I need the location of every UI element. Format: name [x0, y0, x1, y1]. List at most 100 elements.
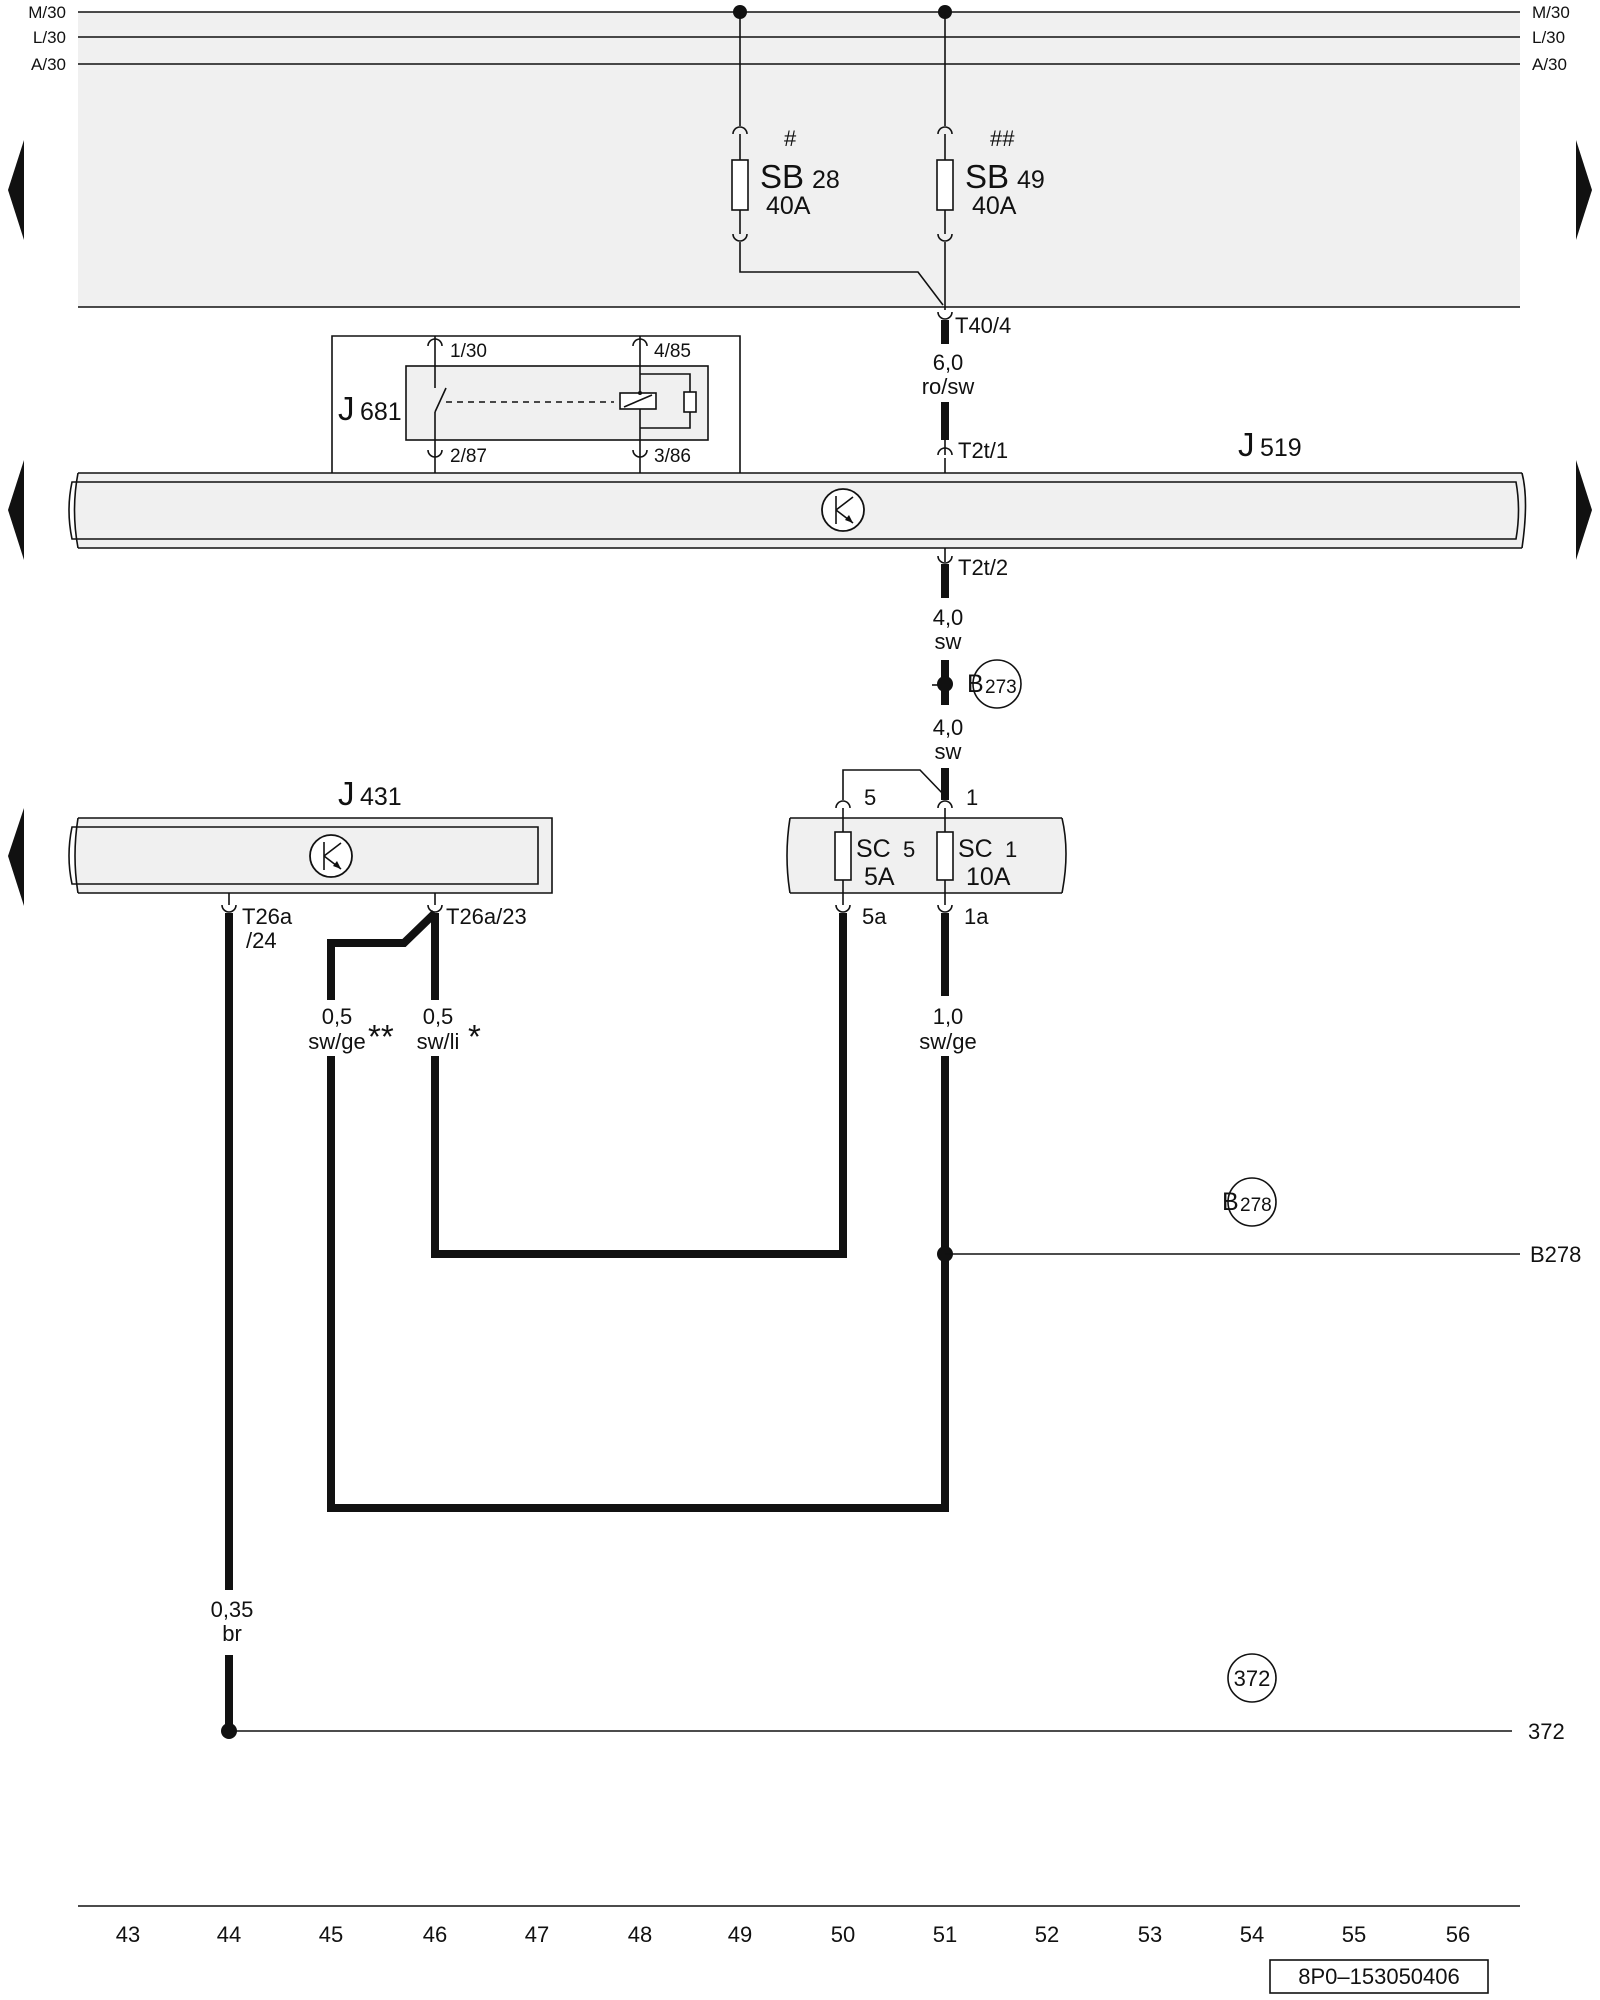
prev-page-arrow-mid[interactable]	[8, 460, 24, 560]
column-number: 54	[1240, 1922, 1264, 1947]
wire-6-0-color: ro/sw	[922, 374, 975, 399]
fuse-sb28-number: 28	[812, 166, 840, 194]
power-rails: M/30 L/30 A/30 M/30 L/30 A/30	[28, 3, 1570, 74]
control-unit-j519: J 519	[68, 426, 1527, 549]
ref-b278-letter: B	[1222, 1188, 1239, 1216]
fuse-sc1-number: 1	[1005, 837, 1017, 862]
rail-label-a30-left: A/30	[31, 55, 66, 74]
wire-4-0-a-color: sw	[935, 629, 962, 654]
relay-j681-number: 681	[360, 398, 402, 426]
fuse-box-sc: 5 1 SC 5 5A SC 1 10A 5a 1a	[786, 769, 1067, 929]
control-unit-j431: J 431 T26a /24 T26a/23	[68, 775, 553, 953]
fuse-sb49-mark: ##	[990, 126, 1015, 151]
column-number: 51	[933, 1922, 957, 1947]
wire-6-0-size: 6,0	[933, 350, 964, 375]
wire-1-0-size: 1,0	[933, 1004, 964, 1029]
ref-b273-letter: B	[967, 670, 984, 698]
fuse-sb28-rating: 40A	[766, 192, 811, 220]
doc-id: 8P0–153050406	[1298, 1964, 1460, 1989]
rail-label-l30-right: L/30	[1532, 28, 1565, 47]
ref-b278	[1227, 1177, 1277, 1227]
ref-372	[1227, 1653, 1277, 1703]
fuse-sc5-label: SC	[856, 835, 891, 863]
next-page-arrow-mid[interactable]	[1576, 460, 1592, 560]
column-number: 55	[1342, 1922, 1366, 1947]
lower-wiring	[221, 910, 1520, 1739]
connector-t26a-24-b: /24	[246, 928, 277, 953]
fuse-sc5-out-pin: 5a	[862, 904, 887, 929]
fuse-sc1-out-pin: 1a	[964, 904, 989, 929]
j519-electronics-icon	[821, 488, 865, 532]
fuse-sb49: ## SB 49 40A	[936, 5, 1045, 310]
fuse-sc5-number: 5	[903, 837, 915, 862]
wire-1-0-color: sw/ge	[919, 1029, 976, 1054]
column-number: 52	[1035, 1922, 1059, 1947]
connector-t2t-1: T2t/1	[958, 438, 1008, 463]
next-page-arrow-top[interactable]	[1576, 140, 1592, 240]
prev-page-arrow-top[interactable]	[8, 140, 24, 240]
relay-j681-pin-1-30: 1/30	[450, 341, 487, 362]
ref-372-end-label[interactable]: 372	[1528, 1719, 1565, 1744]
column-numbers: 43 44 45 46 47 48 49 50 51 52 53 54 55 5…	[116, 1922, 1470, 1947]
fuse-sb28-mark: #	[784, 126, 797, 151]
wire-0-5-ge-color: sw/ge	[308, 1029, 365, 1054]
column-number: 53	[1138, 1922, 1162, 1947]
column-number: 48	[628, 1922, 652, 1947]
rail-label-a30-right: A/30	[1532, 55, 1567, 74]
fuse-sc1-in-pin: 1	[966, 785, 978, 810]
splice-b273	[937, 676, 953, 692]
rail-label-m30-right: M/30	[1532, 3, 1570, 22]
fuse-sb28-label: SB	[760, 158, 804, 195]
wire-0-35-size: 0,35	[211, 1597, 254, 1622]
wire-0-5-ge-size: 0,5	[322, 1004, 353, 1029]
fuse-sc5-rating: 5A	[864, 863, 895, 891]
rail-label-l30-left: L/30	[33, 28, 66, 47]
wire-4-0-b-color: sw	[935, 739, 962, 764]
column-number: 44	[217, 1922, 241, 1947]
rail-label-m30-left: M/30	[28, 3, 66, 22]
ref-372-number: 372	[1234, 1666, 1271, 1691]
fuse-sc1-label: SC	[958, 835, 993, 863]
column-number: 43	[116, 1922, 140, 1947]
column-number: 56	[1446, 1922, 1470, 1947]
relay-j681-label: J	[338, 390, 355, 427]
connector-t26a-23: T26a/23	[446, 904, 527, 929]
control-unit-j519-label: J	[1238, 426, 1255, 463]
column-number: 47	[525, 1922, 549, 1947]
ref-b273-number: 273	[985, 677, 1017, 698]
ref-b278-end-label[interactable]: B278	[1530, 1242, 1581, 1267]
relay-j681-pin-2-87: 2/87	[450, 446, 487, 467]
control-unit-j431-number: 431	[360, 783, 402, 811]
doc-id-box	[1269, 1959, 1489, 1994]
fuse-sc5-in-pin: 5	[864, 785, 876, 810]
column-number: 49	[728, 1922, 752, 1947]
wire-0-5-ge-mark: **	[368, 1018, 394, 1055]
relay-j681-pin-3-86: 3/86	[654, 446, 691, 467]
ref-b273	[972, 659, 1022, 709]
control-unit-j519-number: 519	[1260, 434, 1302, 462]
wire-0-5-li-color: sw/li	[417, 1029, 460, 1054]
j431-electronics-icon	[309, 834, 353, 878]
control-unit-j431-label: J	[338, 775, 355, 812]
column-number: 46	[423, 1922, 447, 1947]
fuse-panel-area	[78, 12, 1520, 307]
wire-0-35-color: br	[222, 1621, 242, 1646]
column-number: 50	[831, 1922, 855, 1947]
wire-0-5-li-size: 0,5	[423, 1004, 454, 1029]
wire-4-0-a-size: 4,0	[933, 605, 964, 630]
relay-j681-pin-4-85: 4/85	[654, 341, 691, 362]
fuse-sc1-rating: 10A	[966, 863, 1011, 891]
connector-t40-4: T40/4	[955, 313, 1011, 338]
fuse-sb28: # SB 28 40A	[731, 5, 944, 306]
connector-t26a-24-a: T26a	[242, 904, 293, 929]
fuse-sb49-rating: 40A	[972, 192, 1017, 220]
relay-j681: J 681 1/30 4/85 2/87 3/86	[331, 335, 741, 475]
fuse-sb49-number: 49	[1017, 166, 1045, 194]
connector-t2t-2: T2t/2	[958, 555, 1008, 580]
ref-b278-number: 278	[1240, 1195, 1272, 1216]
fuse-sb49-label: SB	[965, 158, 1009, 195]
column-number: 45	[319, 1922, 343, 1947]
prev-page-arrow-low[interactable]	[8, 808, 24, 906]
wire-0-5-li-mark: *	[468, 1018, 481, 1055]
